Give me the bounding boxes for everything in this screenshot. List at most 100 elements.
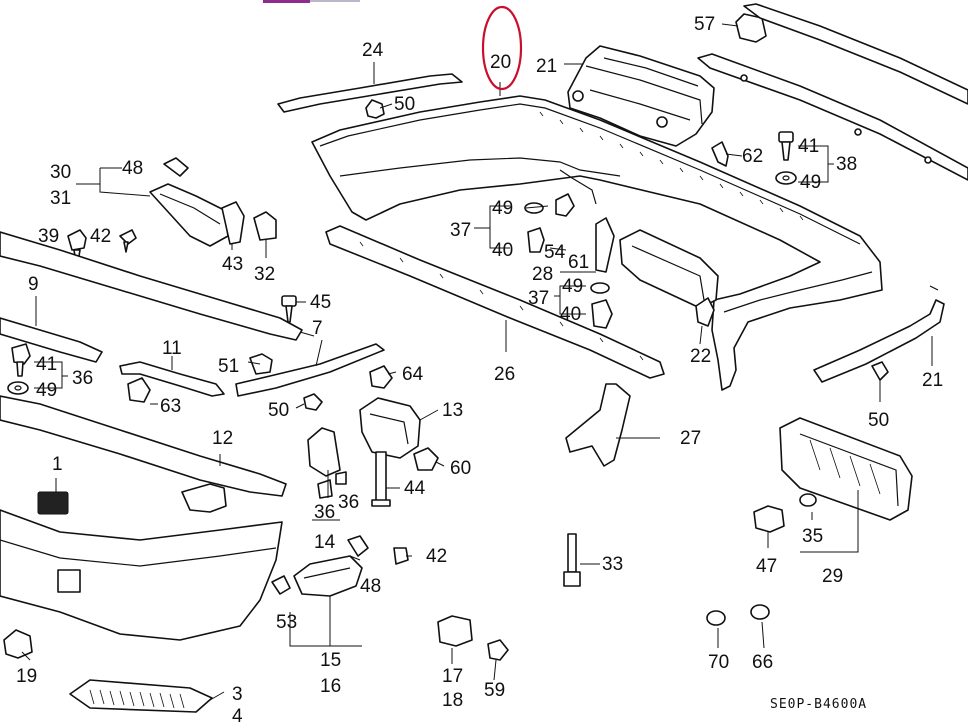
part-17-18-bracket xyxy=(437,615,473,647)
callout-13: 13 xyxy=(442,400,463,421)
part-21-molding-right xyxy=(813,285,945,383)
callout-36-mid-a: 36 xyxy=(338,492,359,513)
callout-32: 32 xyxy=(254,264,275,285)
part-42-screw-mid xyxy=(393,547,409,565)
part-36-bracket-mid xyxy=(307,427,347,499)
part-41-bolt-left xyxy=(11,343,31,377)
rail-top-strip xyxy=(697,3,968,181)
callout-48-top: 48 xyxy=(122,158,143,179)
part-30-31-bracket xyxy=(149,157,229,247)
part-24-molding xyxy=(277,73,463,113)
callout-49-right: 49 xyxy=(800,172,821,193)
callout-29: 29 xyxy=(822,566,843,587)
callout-36-left: 36 xyxy=(72,368,93,389)
part-57-end-cap xyxy=(735,13,767,43)
part-50-clip-mid xyxy=(303,393,323,411)
part-1-emblem xyxy=(37,491,69,515)
callout-49-left: 49 xyxy=(36,380,57,401)
drawing-code: SE0P-B4600A xyxy=(770,697,867,712)
part-54-stay xyxy=(595,217,615,273)
part-60-grommet xyxy=(413,447,439,471)
callout-62: 62 xyxy=(742,146,763,167)
callout-12: 12 xyxy=(212,428,233,449)
part-47-socket xyxy=(753,505,785,533)
callout-9: 9 xyxy=(28,274,39,295)
part-20-bumper-cover xyxy=(311,95,883,391)
callout-27: 27 xyxy=(680,428,701,449)
part-49-washer-left xyxy=(7,381,29,395)
callout-35: 35 xyxy=(802,526,823,547)
callout-45: 45 xyxy=(310,292,331,313)
callout-54: 54 xyxy=(544,242,566,263)
callout-40-upper: 40 xyxy=(492,240,513,261)
top-gray-bar xyxy=(310,0,360,2)
part-49-washer-right xyxy=(775,171,797,185)
part-51-clip xyxy=(249,353,273,375)
callout-22: 22 xyxy=(690,346,711,367)
callout-49-upper: 49 xyxy=(492,198,513,219)
callout-17: 17 xyxy=(442,666,463,687)
part-64-nut xyxy=(369,365,393,389)
callout-26: 26 xyxy=(494,364,515,385)
part-45-bolt xyxy=(281,295,297,323)
part-28-bracket xyxy=(619,229,719,309)
callout-18: 18 xyxy=(442,690,463,711)
callout-64: 64 xyxy=(402,364,424,385)
callout-53: 53 xyxy=(276,612,297,633)
part-35-washer xyxy=(799,493,817,507)
callout-15: 15 xyxy=(320,650,341,671)
part-9-rail xyxy=(0,231,303,363)
part-59-screw xyxy=(487,639,509,661)
callout-37-upper: 37 xyxy=(450,220,471,241)
part-11-rail xyxy=(119,361,225,397)
callout-7: 7 xyxy=(312,318,323,339)
callout-31: 31 xyxy=(50,188,71,209)
part-12-beam xyxy=(0,395,287,513)
part-21-reflector-bracket xyxy=(567,45,715,147)
callout-49-lower: 49 xyxy=(562,276,583,297)
part-50-clip-right xyxy=(871,361,889,381)
callout-41-right: 41 xyxy=(798,136,819,157)
part-44-bolt xyxy=(371,451,391,507)
callout-20: 20 xyxy=(490,52,511,73)
part-15-16-stay xyxy=(293,555,363,597)
part-26-lower-molding xyxy=(325,225,665,379)
part-3-4-grille xyxy=(69,679,213,713)
part-49-washer-b xyxy=(590,282,610,294)
part-33-bolt xyxy=(563,533,581,587)
part-27-stay xyxy=(565,383,631,467)
part-29-housing xyxy=(779,417,913,521)
callout-47: 47 xyxy=(756,556,777,577)
callout-24: 24 xyxy=(362,40,384,61)
callout-66: 66 xyxy=(752,652,773,673)
part-42-screw-left xyxy=(119,229,137,253)
part-41-bolt-right xyxy=(778,131,794,161)
part-43-stay xyxy=(221,201,245,245)
part-62-screw xyxy=(711,141,729,167)
callout-50-top: 50 xyxy=(394,94,415,115)
part-bracket-small xyxy=(555,193,575,217)
part-70-washer xyxy=(706,610,726,626)
highlight-circle xyxy=(481,5,523,91)
callout-51: 51 xyxy=(218,356,239,377)
callout-50-mid: 50 xyxy=(268,400,289,421)
callout-28: 28 xyxy=(532,264,553,285)
part-22-clip xyxy=(695,297,715,327)
callout-63: 63 xyxy=(160,396,181,417)
callout-61: 61 xyxy=(568,252,589,273)
callout-19: 19 xyxy=(16,666,37,687)
part-7-strip xyxy=(235,343,385,397)
top-accent-bar xyxy=(263,0,310,3)
callout-42-left: 42 xyxy=(90,226,111,247)
callout-48-mid: 48 xyxy=(360,576,381,597)
leader-lines xyxy=(21,23,933,701)
callout-1: 1 xyxy=(52,454,63,475)
callout-3: 3 xyxy=(232,684,243,705)
callout-44: 44 xyxy=(404,478,426,499)
callout-4: 4 xyxy=(232,706,243,726)
part-49-washer-a xyxy=(524,202,544,214)
callout-36-mid-b: 36 xyxy=(314,502,335,523)
part-50-clip-top xyxy=(365,99,385,119)
callout-21-right: 21 xyxy=(922,370,943,391)
